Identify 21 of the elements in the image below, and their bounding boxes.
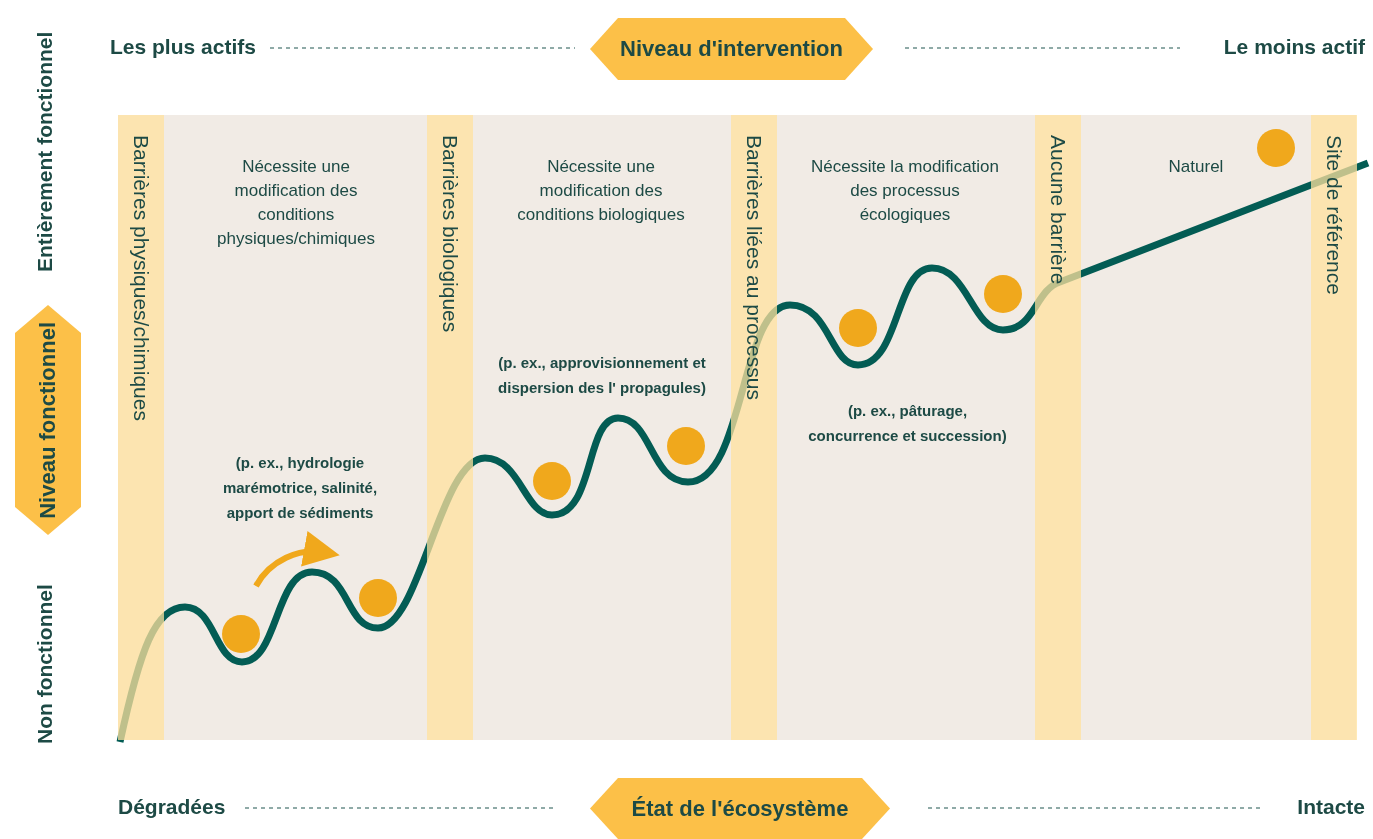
stage-description: Nécessite la modification des processus écologiques (810, 156, 1000, 226)
hexagon-badge: Niveau fonctionnel (15, 305, 81, 535)
scale-label: Intacte (1297, 795, 1365, 819)
stage-description: Nécessite une modification des conditions physiques/chimiques (216, 156, 376, 250)
stage-description: Naturel (1167, 156, 1225, 178)
scale-label: Les plus actifs (110, 35, 256, 59)
barrier-band: Barrières physiques/chimiques (118, 115, 164, 740)
barrier-band: Barrières liées au processus (731, 115, 777, 740)
example-note: (p. ex., hydrologie marémotrice, salinité, apport de sédiments (221, 453, 379, 523)
hexagon-badge: Niveau d'intervention (590, 18, 873, 80)
scale-label: Non fonctionnel (33, 583, 57, 747)
scale-label: Entièrement fonctionnel (33, 30, 57, 275)
example-note: (p. ex., pâturage, concurrence et succession) (807, 401, 1008, 446)
scale-label: Dégradées (118, 795, 226, 819)
example-note: (p. ex., approvisionnement et dispersion des l' propagules) (497, 353, 707, 398)
barrier-band: Aucune barrière (1035, 115, 1081, 740)
scale-label: Le moins actif (1223, 35, 1365, 59)
barrier-band: Site de référence (1311, 115, 1357, 740)
barrier-band: Barrières biologiques (427, 115, 473, 740)
stage-description: Nécessite une modification des conditions biologiques (516, 156, 686, 226)
hexagon-badge: État de l'écosystème (590, 778, 890, 839)
